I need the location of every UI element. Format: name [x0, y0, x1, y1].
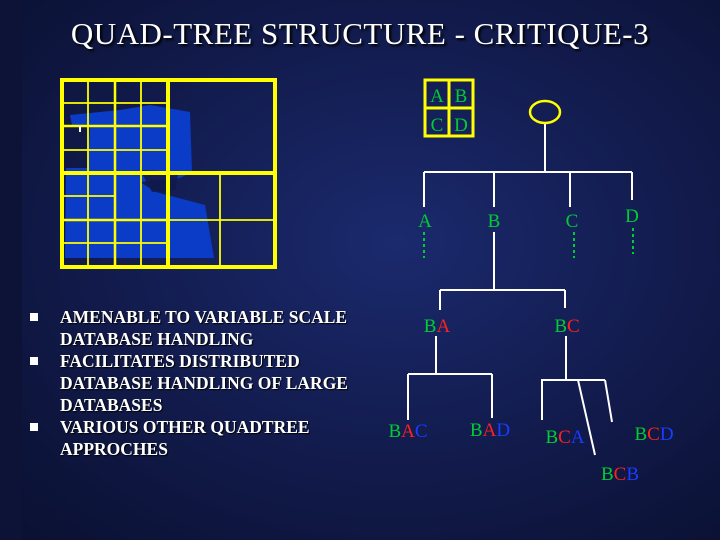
label-part: C	[431, 115, 444, 136]
bullet-text: FACILITATES DISTRIBUTED DATABASE HANDLIN…	[60, 351, 348, 415]
label-part: B	[545, 427, 558, 448]
node-ba: BA	[424, 316, 451, 337]
tree-continuation-dashes	[423, 228, 634, 258]
label-part: A	[436, 316, 450, 337]
node-a: A	[418, 211, 432, 232]
bullet-item: AMENABLE TO VARIABLE SCALE DATABASE HAND…	[26, 306, 366, 350]
node-bc: BC	[554, 316, 579, 337]
key-label-a: A	[430, 86, 444, 107]
label-part: C	[415, 421, 428, 442]
label-part: C	[558, 427, 571, 448]
label-part: D	[496, 420, 510, 441]
bullet-square-icon	[30, 357, 38, 365]
bullet-list: AMENABLE TO VARIABLE SCALE DATABASE HAND…	[26, 306, 366, 460]
tree-node-labels: A B C D BA BC BAC BAD BCA BCD BCB	[388, 206, 673, 485]
label-part: C	[567, 316, 580, 337]
node-c: C	[566, 211, 579, 232]
bullet-item: VARIOUS OTHER QUADTREE APPROCHES	[26, 416, 366, 460]
label-part: D	[454, 115, 468, 136]
tree-root-node	[528, 99, 562, 125]
key-label-b: B	[455, 86, 468, 107]
label-part: B	[470, 420, 483, 441]
bullet-text: VARIOUS OTHER QUADTREE APPROCHES	[60, 417, 310, 459]
node-bac: BAC	[388, 421, 427, 442]
node-bca: BCA	[545, 427, 584, 448]
label-part: C	[614, 464, 627, 485]
bullet-text: AMENABLE TO VARIABLE SCALE DATABASE HAND…	[60, 307, 348, 349]
label-part: A	[483, 420, 497, 441]
label-part: D	[660, 424, 674, 445]
key-label-d: D	[454, 115, 468, 136]
node-bcd: BCD	[634, 424, 673, 445]
bullet-square-icon	[30, 423, 38, 431]
label-part: B	[424, 316, 437, 337]
quadtree-map	[60, 78, 277, 269]
label-part: A	[571, 427, 585, 448]
bullet-square-icon	[30, 313, 38, 321]
label-part: A	[430, 86, 444, 107]
node-b: B	[488, 211, 501, 232]
label-part: A	[401, 421, 415, 442]
quadrant-key: A B C D	[423, 78, 475, 138]
label-part: B	[626, 464, 639, 485]
left-decorative-stripe	[0, 0, 22, 540]
slide-title: QUAD-TREE STRUCTURE - CRITIQUE-3	[70, 16, 650, 51]
tree-edges	[407, 124, 633, 456]
node-bcb: BCB	[601, 464, 639, 485]
label-part: B	[634, 424, 647, 445]
bullet-item: FACILITATES DISTRIBUTED DATABASE HANDLIN…	[26, 350, 366, 416]
label-part: B	[455, 86, 468, 107]
quadtree-grid	[60, 78, 277, 269]
label-part: B	[601, 464, 614, 485]
label-part: D	[625, 206, 639, 227]
key-label-c: C	[431, 115, 444, 136]
label-part: B	[388, 421, 401, 442]
label-part: A	[418, 211, 432, 232]
label-part: C	[647, 424, 660, 445]
label-part: C	[566, 211, 579, 232]
node-d: D	[625, 206, 639, 227]
node-bad: BAD	[470, 420, 510, 441]
label-part: B	[554, 316, 567, 337]
label-part: B	[488, 211, 501, 232]
